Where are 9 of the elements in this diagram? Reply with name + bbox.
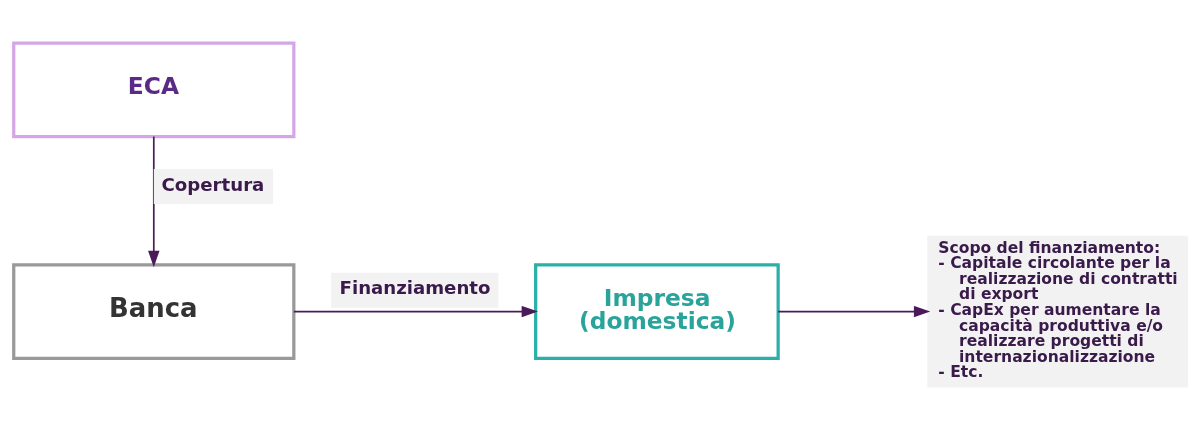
node-box: Impresa (domestica) [534, 262, 780, 360]
arrow [293, 305, 538, 317]
arrow [148, 135, 160, 267]
node-box: Banca [12, 262, 296, 360]
node-box: Scopo del finanziamento: - Capitale circolante per la realizzazione di contratti di export - CapEx per aumentare la capacità produttiva e/o realizzare progetti di internazionalizzazione - Etc. [927, 235, 1188, 387]
arrow [777, 305, 931, 317]
edge-label: Copertura [161, 173, 265, 195]
node-box: ECA [12, 41, 296, 138]
edge-label: Finanziamento [339, 276, 491, 298]
